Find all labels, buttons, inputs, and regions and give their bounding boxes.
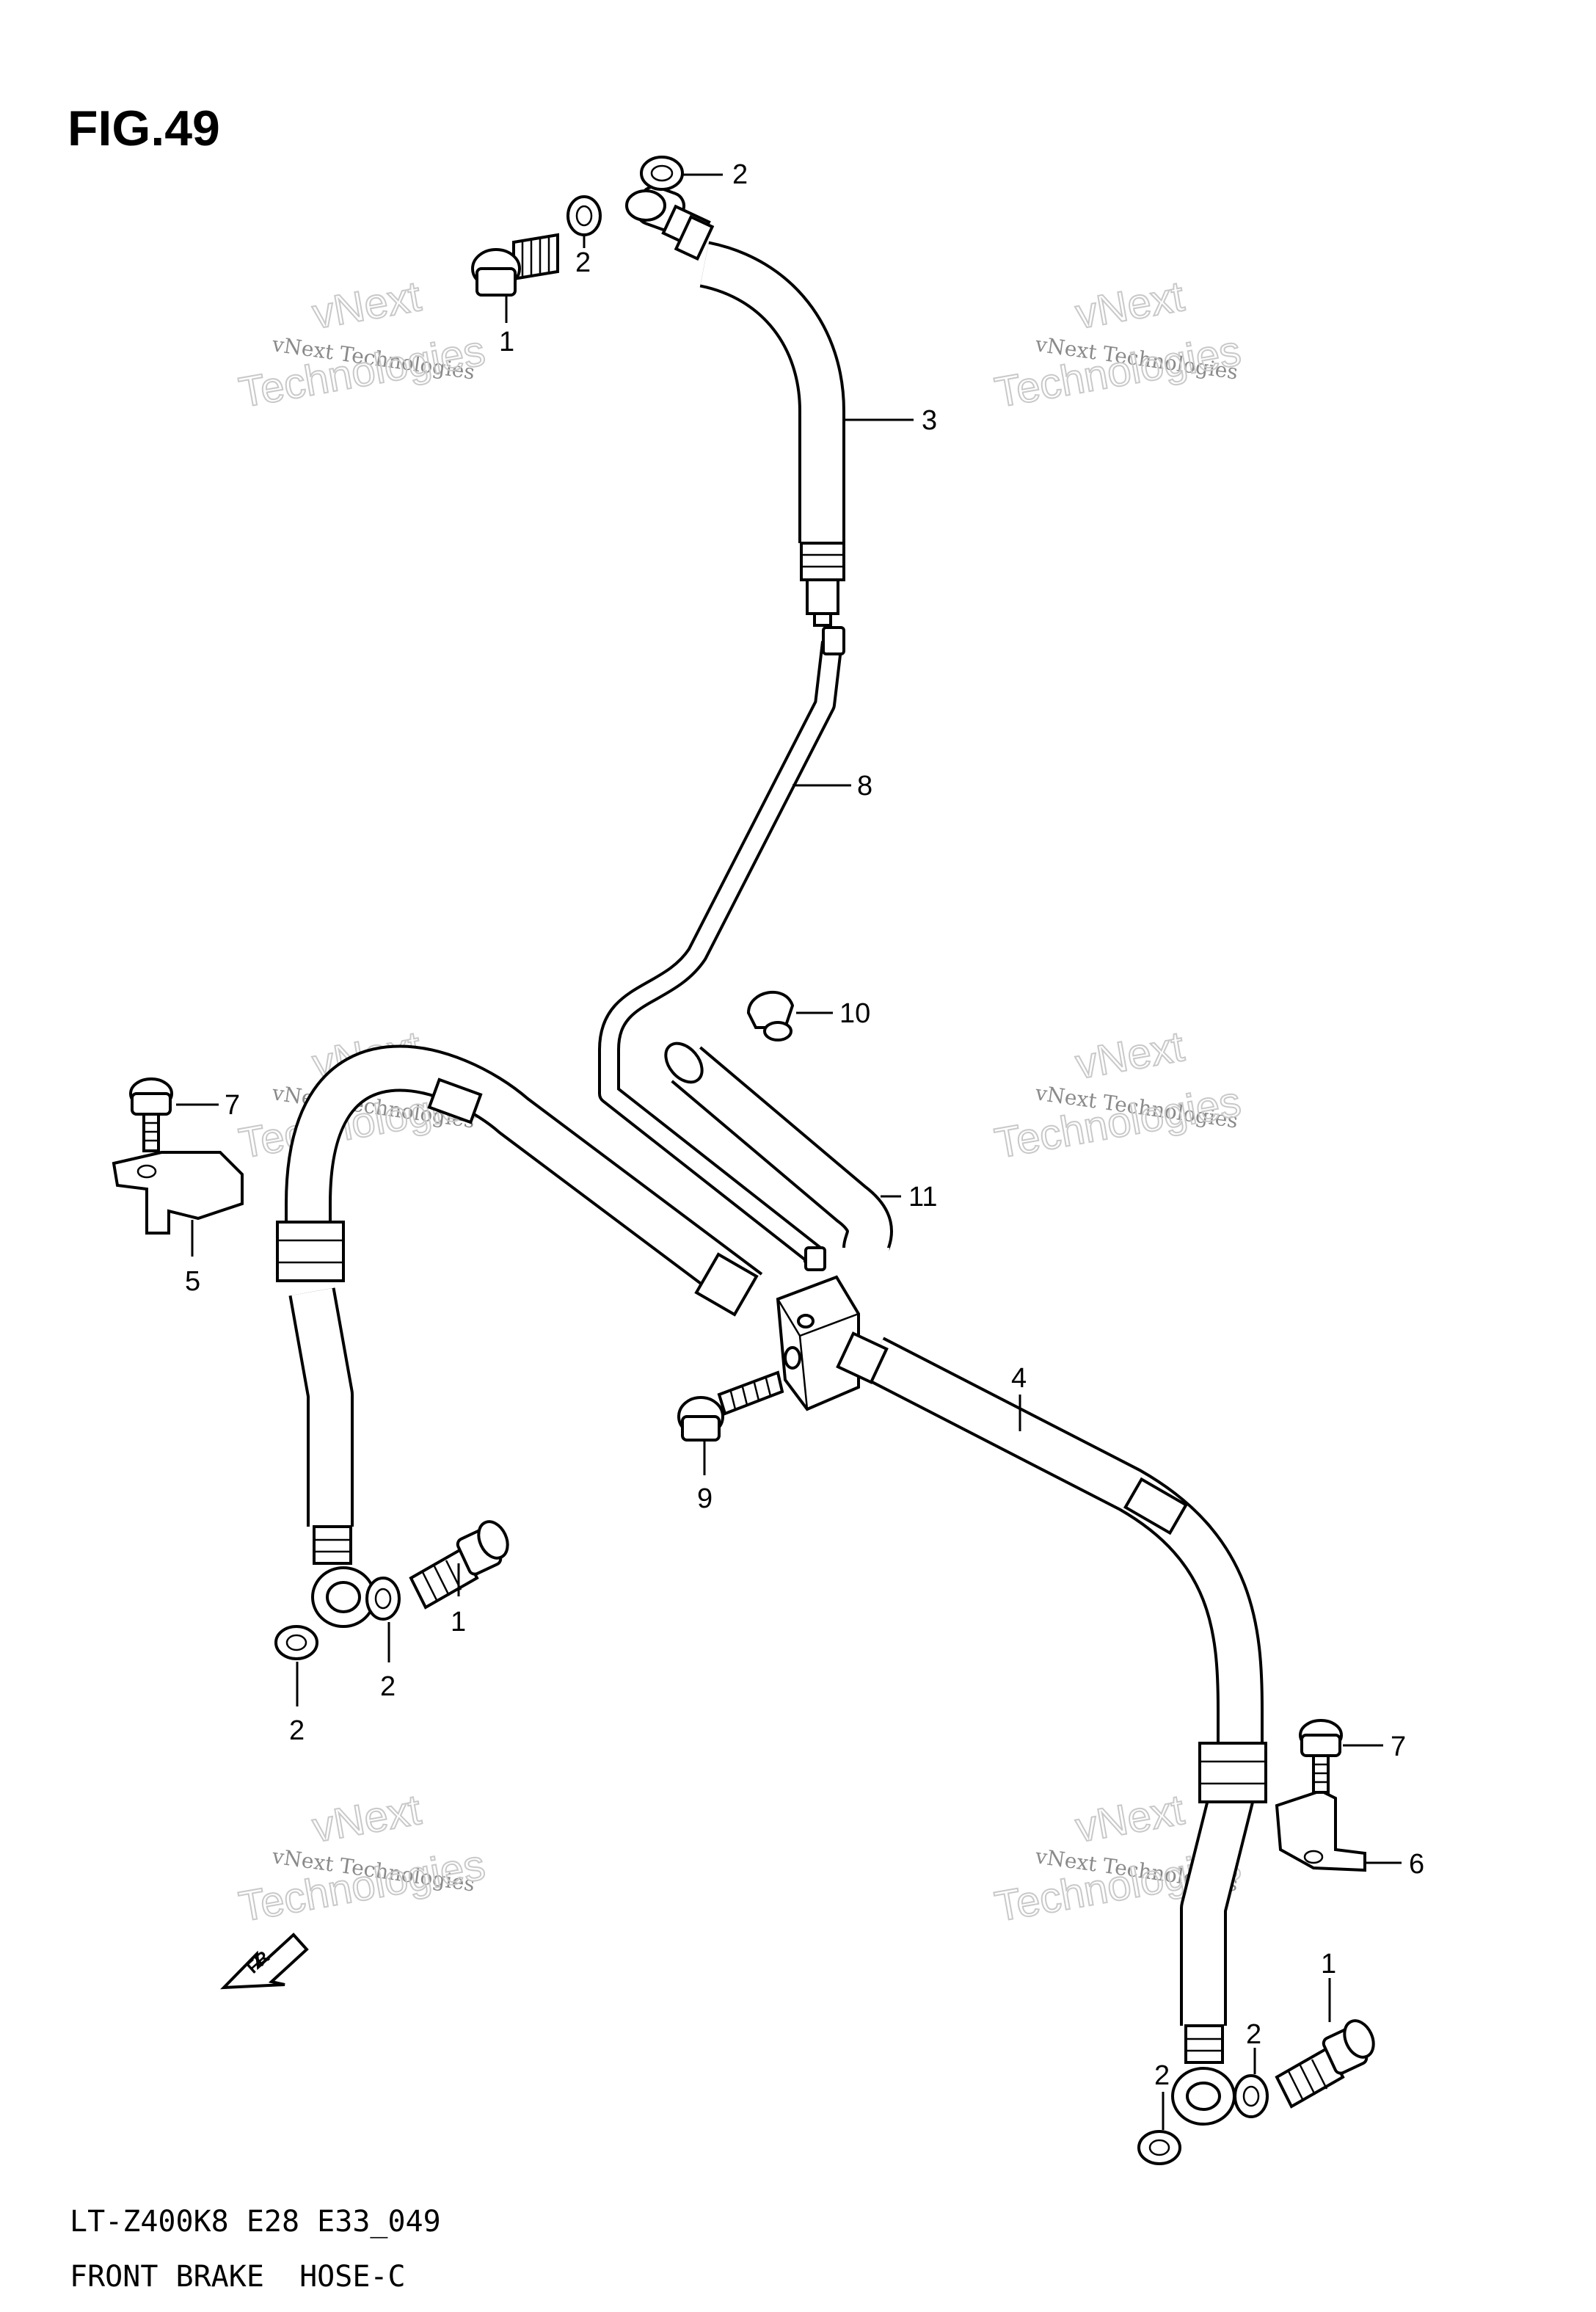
- model-code: LT-Z400K8 E28 E33_049: [70, 2205, 441, 2239]
- callout-8: 8: [857, 771, 872, 801]
- bracket-bolt-left: [129, 1077, 173, 1152]
- callout-4: 4: [1011, 1363, 1027, 1394]
- leader-lines: [176, 173, 1402, 2130]
- watermark-big-line1: vNext: [309, 272, 424, 338]
- callout-1-right: 1: [1321, 1949, 1336, 1980]
- watermark-big-line2: Technologies: [991, 327, 1245, 417]
- banjo-bolt-right: [1275, 2019, 1375, 2109]
- washer-2-top: [640, 156, 684, 191]
- left-hose-bracket: [112, 1151, 244, 1235]
- callout-2-right-a: 2: [1246, 2019, 1261, 2050]
- callout-10: 10: [839, 998, 870, 1029]
- callout-1-left: 1: [451, 1607, 466, 1637]
- upper-brake-hose: [625, 185, 845, 627]
- watermark-big-line1: vNext: [1072, 1022, 1187, 1088]
- three-way-joint: [776, 1275, 860, 1411]
- callout-2-top: 2: [732, 159, 748, 190]
- callout-3: 3: [922, 405, 937, 436]
- right-brake-hose: [836, 1331, 1267, 2126]
- figure-caption: FRONT BRAKE HOSE-C: [70, 2260, 406, 2294]
- washer-2-left-b: [274, 1625, 318, 1660]
- watermark-big-line1: vNext: [309, 1786, 424, 1852]
- joint-bolt: [677, 1370, 784, 1442]
- washer-2-top-left: [566, 195, 602, 236]
- callout-6: 6: [1409, 1849, 1424, 1880]
- callout-9: 9: [697, 1483, 713, 1514]
- callout-2-top-left: 2: [575, 247, 591, 278]
- bracket-bolt-right: [1299, 1719, 1343, 1794]
- banjo-bolt-left: [409, 1520, 509, 1610]
- callout-1-top: 1: [499, 327, 514, 357]
- callout-5: 5: [185, 1266, 200, 1297]
- front-arrow-icon: FR: [220, 1933, 309, 1990]
- watermark-big-line1: vNext: [1072, 1786, 1187, 1852]
- protector-hose: [664, 1042, 893, 1253]
- washer-2-right-b: [1137, 2130, 1181, 2165]
- right-hose-bracket: [1275, 1789, 1366, 1872]
- left-brake-hose: [276, 1044, 763, 1628]
- figure-title: FIG.49: [68, 101, 220, 156]
- washer-2-right-a: [1234, 2074, 1269, 2118]
- callout-2-right-b: 2: [1154, 2060, 1170, 2091]
- callout-2-left-b: 2: [289, 1715, 305, 1746]
- callout-11: 11: [908, 1182, 937, 1213]
- watermark-big-line2: Technologies: [991, 1077, 1245, 1168]
- callout-2-left-a: 2: [380, 1671, 396, 1702]
- callout-7-left: 7: [225, 1090, 240, 1121]
- banjo-bolt-top: [471, 233, 559, 297]
- brake-pipe: [598, 626, 845, 1271]
- callout-7-right: 7: [1391, 1731, 1406, 1762]
- watermark-big-line1: vNext: [1072, 272, 1187, 338]
- washer-2-left-a: [365, 1577, 401, 1621]
- clamp-clip: [746, 991, 795, 1042]
